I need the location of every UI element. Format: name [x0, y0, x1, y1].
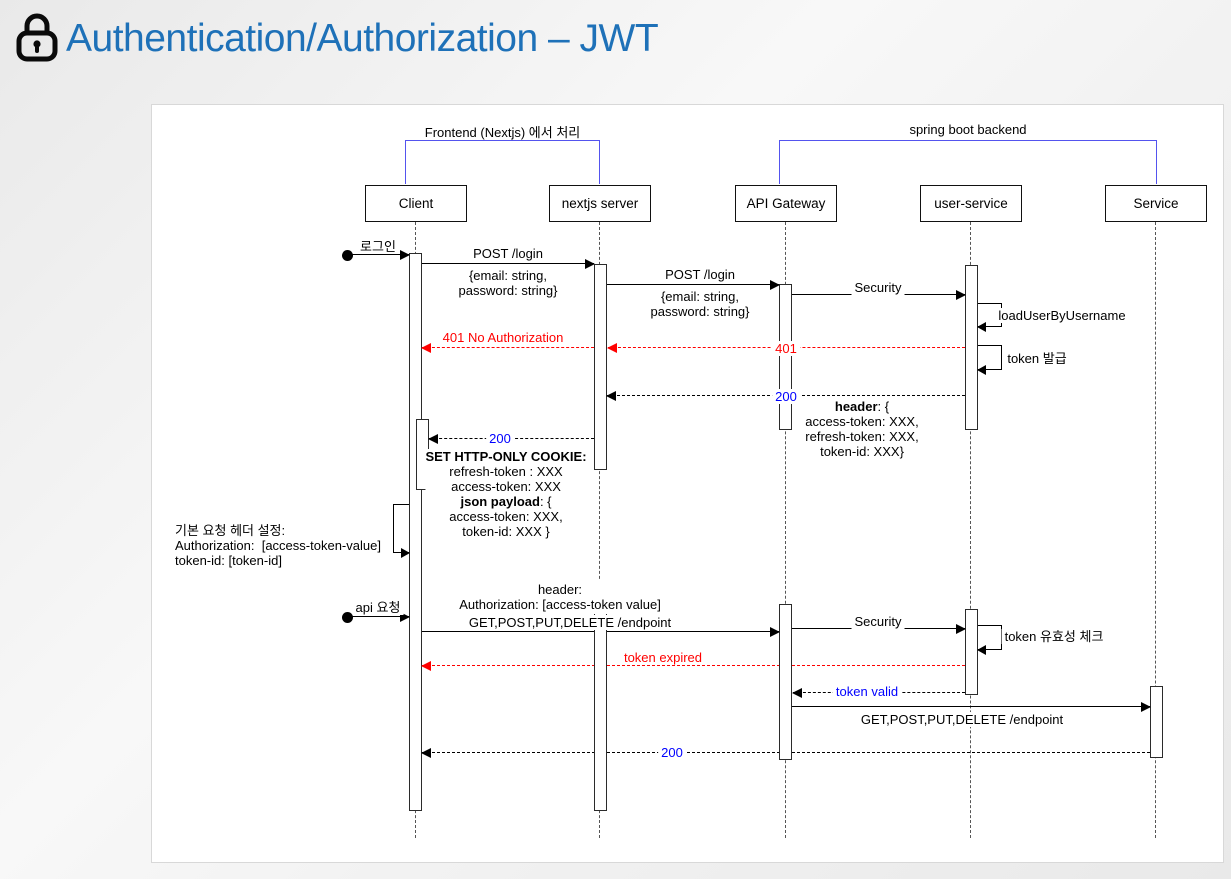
activation-client-activation-main [409, 253, 422, 811]
message-arrowhead-msg-200-final [421, 748, 431, 758]
message-label-load-user: loadUserByUsername [995, 308, 1129, 323]
page-header: Authentication/Authorization – JWT [14, 12, 659, 67]
message-line-msg-api-request-start [352, 616, 409, 617]
activation-nextjs-activation-1 [594, 264, 607, 470]
message-line-msg-token-expired [422, 665, 965, 666]
message-arrowhead-msg-token-expired [421, 661, 431, 671]
message-label-get-endpoint-1: GET,POST,PUT,DELETE /endpoint [465, 615, 675, 630]
diagram-panel [151, 104, 1224, 863]
participant-client: Client [365, 185, 467, 222]
self-call-self-token-validity-check [978, 625, 1002, 650]
message-line-msg-get-endpoint-2 [792, 706, 1150, 707]
lifeline-api-gateway [785, 222, 786, 838]
message-line-msg-post-login-2 [607, 284, 779, 285]
message-arrowhead-msg-get-endpoint-2 [1141, 702, 1151, 712]
message-label-security-2: Security [851, 614, 905, 629]
message-label-401-no-auth: 401 No Authorization [439, 330, 567, 345]
message-arrowhead-msg-security-2 [956, 624, 966, 634]
group-bracket-backend-group [779, 140, 1157, 184]
activation-gateway-activation-1 [779, 284, 792, 430]
message-label-post-login-2: POST /login [662, 267, 738, 282]
message-label-token-validity: token 유효성 체크 [1001, 629, 1107, 644]
participant-nextjs-server: nextjs server [549, 185, 651, 222]
group-label-backend-group: spring boot backend [909, 122, 1027, 137]
message-arrowhead-msg-security-1 [956, 290, 966, 300]
message-arrowhead-msg-login-start [400, 250, 410, 260]
message-line-msg-login-start [352, 254, 409, 255]
note-note-set-cookie: SET HTTP-ONLY COOKIE:refresh-token : XXX… [425, 449, 587, 539]
message-label-api-request: api 요청 [352, 600, 404, 615]
self-call-self-token-issue [978, 345, 1002, 370]
message-label-token-expired: token expired [620, 650, 706, 665]
activation-nextjs-activation-2 [594, 601, 607, 811]
self-call-arrowhead-self-token-validity-check [977, 645, 986, 655]
message-label-200-final: 200 [658, 745, 686, 760]
lifeline-user-service [970, 222, 971, 838]
self-call-arrowhead-self-default-header-setup [401, 548, 410, 558]
message-line-msg-post-login-1 [422, 263, 594, 264]
note-note-login-payload-2: {email: string,password: string} [650, 289, 750, 319]
start-api-request [342, 612, 353, 623]
lock-icon [14, 12, 60, 67]
self-call-self-default-header-setup [393, 504, 409, 553]
self-call-arrowhead-self-load-user-by-username [977, 322, 986, 332]
page-title: Authentication/Authorization – JWT [66, 17, 659, 61]
message-label-200-a: 200 [772, 389, 800, 404]
lifeline-nextjs-server [599, 222, 600, 838]
message-arrowhead-msg-200-to-client [428, 434, 438, 444]
participant-service: Service [1105, 185, 1207, 222]
message-label-security-1: Security [851, 280, 905, 295]
message-arrowhead-msg-api-request-start [400, 612, 410, 622]
participant-user-service: user-service [920, 185, 1022, 222]
message-arrowhead-msg-token-valid [792, 688, 802, 698]
message-label-token-issue: token 발급 [1004, 351, 1070, 366]
message-arrowhead-msg-post-login-1 [585, 259, 595, 269]
activation-service-activation [1150, 686, 1163, 758]
group-bracket-frontend-group [405, 140, 600, 184]
note-note-default-request-header: 기본 요청 헤더 설정:Authorization: [access-token… [166, 516, 390, 575]
message-label-401: 401 [772, 341, 800, 356]
note-note-login-payload-1: {email: string,password: string} [458, 268, 558, 298]
message-arrowhead-msg-200-to-nextjs [606, 391, 616, 401]
message-label-login: 로그인 [357, 239, 399, 254]
note-note-request-header: header:Authorization: [access-token valu… [447, 580, 673, 614]
participant-api-gateway: API Gateway [735, 185, 837, 222]
message-arrowhead-msg-get-endpoint-1 [770, 627, 780, 637]
message-arrowhead-msg-401-to-client [421, 343, 431, 353]
start-login [342, 250, 353, 261]
message-line-msg-401-to-client [422, 347, 594, 348]
message-label-token-valid: token valid [832, 684, 902, 699]
lifeline-service [1155, 222, 1156, 838]
message-label-post-login-1: POST /login [470, 246, 546, 261]
self-call-arrowhead-self-token-issue [977, 365, 986, 375]
message-arrowhead-msg-401-to-nextjs [607, 343, 617, 353]
activation-user-service-activation-1 [965, 265, 978, 430]
group-label-frontend-group: Frontend (Nextjs) 에서 처리 [424, 125, 581, 140]
note-note-token-header-response: header: {access-token: XXX,refresh-token… [805, 399, 919, 459]
message-label-200-b: 200 [486, 431, 514, 446]
activation-gateway-activation-2 [779, 604, 792, 760]
message-label-get-endpoint-2: GET,POST,PUT,DELETE /endpoint [857, 712, 1067, 727]
message-arrowhead-msg-post-login-2 [770, 280, 780, 290]
